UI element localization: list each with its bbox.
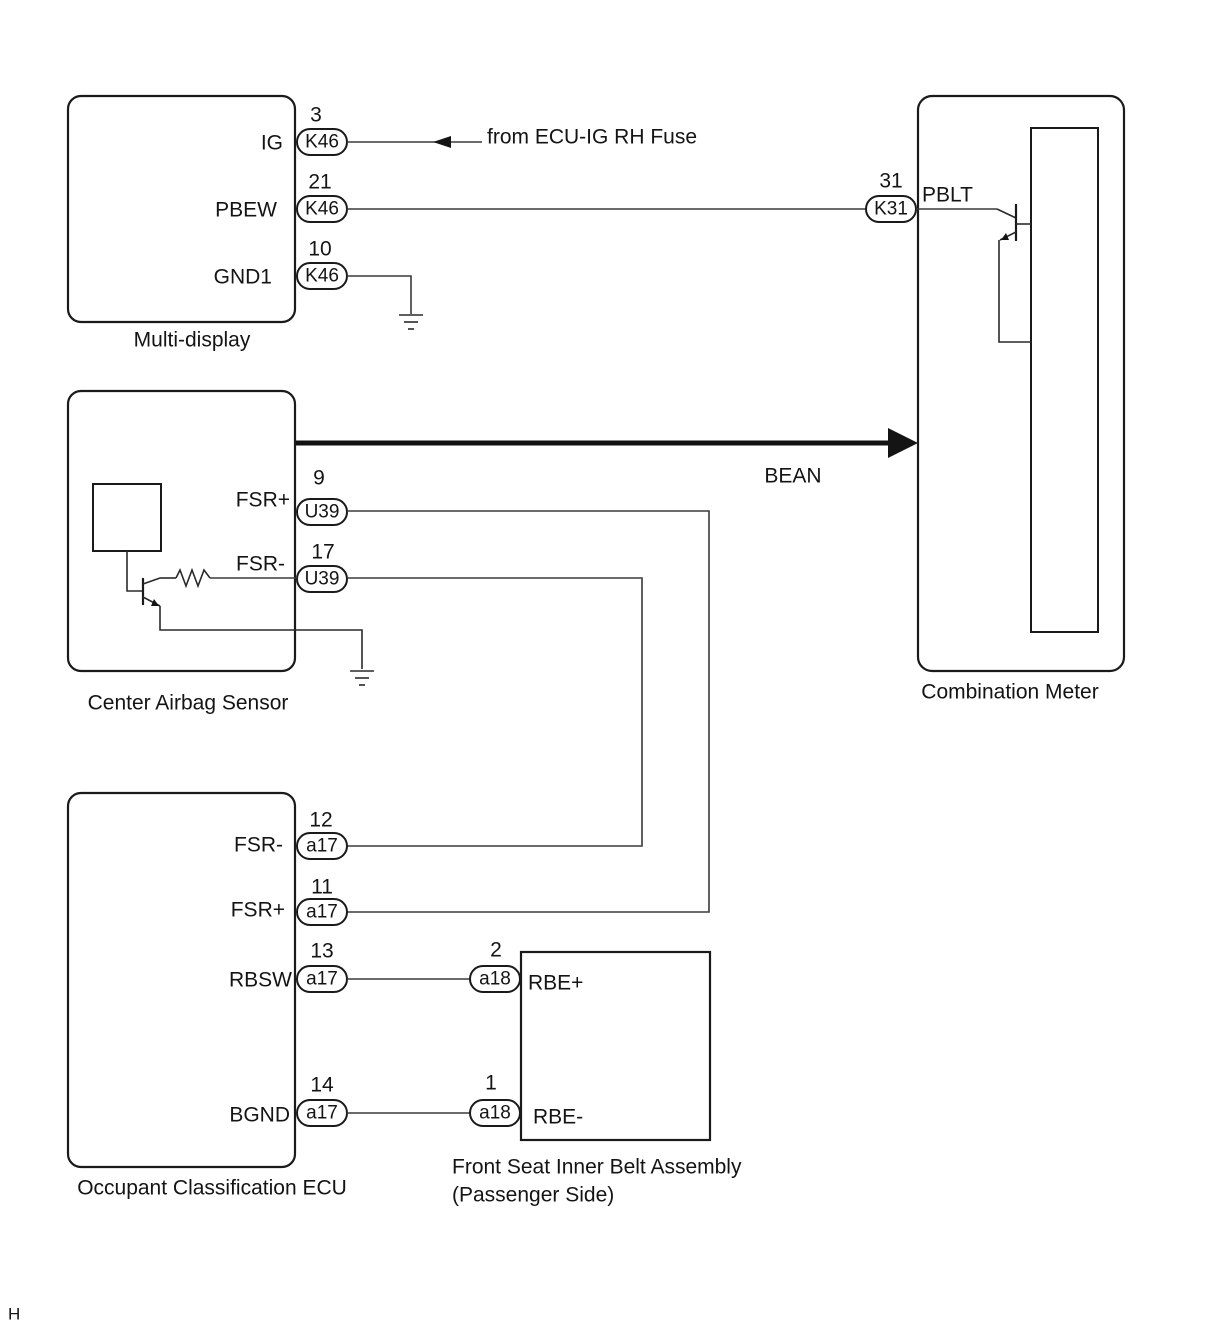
pin-number-rbe-plus: 2 (490, 939, 502, 962)
connector-oval (296, 898, 348, 926)
combination-meter-label: Combination Meter (921, 681, 1098, 704)
connector-label: K46 (305, 132, 339, 153)
pin-number-fsr-plus: 11 (311, 876, 333, 899)
connector-label: a17 (306, 1103, 338, 1124)
pin-number-fsr-minus: 17 (311, 541, 334, 564)
pin-name-rbsw: RBSW (229, 969, 292, 992)
center-airbag-sensor: Center Airbag Sensor FSR+ 9 U39 FSR- 17 … (66, 389, 374, 715)
connector-oval (469, 1099, 521, 1127)
connector-label: U39 (305, 569, 340, 590)
pin-name-bgnd: BGND (229, 1104, 290, 1127)
belt-assembly-label: Front Seat Inner Belt Assembly (452, 1156, 742, 1179)
connector-oval (296, 498, 348, 526)
wire-fsr-minus (347, 577, 643, 847)
connector-k46-ig: K46 (296, 128, 348, 156)
connector-label: a17 (306, 969, 338, 990)
connector-label: a18 (479, 969, 511, 990)
resistor-icon (175, 567, 211, 589)
connector-label: a17 (306, 836, 338, 857)
belt-assembly-box (519, 950, 712, 1142)
pin-number-fsr-plus: 9 (313, 467, 325, 490)
center-airbag-sensor-box (66, 389, 297, 673)
pin-name-fsr-plus: FSR+ (236, 489, 290, 512)
occupant-classification-ecu-box (66, 791, 297, 1169)
occupant-classification-ecu: Occupant Classification ECU FSR- 12 a17 … (66, 791, 470, 1200)
ground-icon (399, 314, 423, 330)
pin-name-rbe-minus: RBE- (533, 1106, 583, 1129)
multi-display-box (66, 94, 297, 324)
connector-label: K31 (874, 199, 908, 220)
connector-a17-fsr-plus: a17 (296, 898, 348, 926)
connector-a18-rbe-minus: a18 (469, 1099, 521, 1127)
ig-source-label: from ECU-IG RH Fuse (487, 126, 697, 149)
sensor-internal-block (92, 483, 162, 552)
bean-bus-label: BEAN (764, 465, 821, 488)
multi-display-label: Multi-display (134, 329, 251, 352)
connector-oval (296, 832, 348, 860)
pin-name-fsr-plus: FSR+ (231, 899, 285, 922)
pin-name-pblt: PBLT (922, 184, 973, 207)
pin-name-pbew: PBEW (215, 199, 277, 222)
pin-number-bgnd: 14 (310, 1074, 334, 1097)
pin-number-pblt: 31 (879, 170, 902, 193)
connector-label: a17 (306, 902, 338, 923)
connector-a18-rbe-plus: a18 (469, 965, 521, 993)
pin-number-pbew: 21 (308, 171, 331, 194)
connector-label: U39 (305, 502, 340, 523)
center-airbag-sensor-label: Center Airbag Sensor (88, 692, 289, 715)
meter-internal-block (1030, 127, 1099, 633)
front-seat-inner-belt-assembly: 2 a18 RBE+ 1 a18 RBE- Front Seat Inner B… (452, 939, 742, 1207)
connector-oval (296, 565, 348, 593)
pin-number-fsr-minus: 12 (309, 809, 332, 832)
ground-icon (350, 670, 374, 686)
connector-label: K46 (305, 199, 339, 220)
bean-bus: BEAN (296, 428, 918, 488)
connector-a17-bgnd: a17 (296, 1099, 348, 1127)
arrow-right-icon (888, 428, 918, 458)
pin-number-gnd1: 10 (308, 238, 331, 261)
pin-name-fsr-minus: FSR- (236, 553, 285, 576)
connector-a17-fsr-minus: a17 (296, 832, 348, 860)
pin-name-ig: IG (261, 132, 283, 155)
arrow-left-icon (433, 136, 451, 148)
connector-label: a18 (479, 1103, 511, 1124)
pin-number-rbsw: 13 (310, 940, 333, 963)
pin-number-rbe-minus: 1 (485, 1072, 497, 1095)
belt-assembly-sublabel: (Passenger Side) (452, 1184, 614, 1207)
transistor-icon (916, 204, 1031, 343)
combination-meter-box (916, 94, 1126, 673)
connector-k31-pblt: K31 (865, 195, 917, 223)
combination-meter: Combination Meter 31 K31 PBLT (865, 94, 1126, 704)
wire-fsr-plus (347, 510, 710, 913)
occupant-classification-ecu-label: Occupant Classification ECU (77, 1177, 347, 1200)
multi-display: Multi-display IG 3 K46 from ECU-IG RH Fu… (66, 94, 866, 352)
connector-k46-pbew: K46 (296, 195, 348, 223)
connector-oval (469, 965, 521, 993)
footer-mark: H (8, 1305, 20, 1324)
connector-a17-rbsw: a17 (296, 965, 348, 993)
pin-number-ig: 3 (310, 104, 322, 127)
connector-u39-fsr-plus: U39 (296, 498, 348, 526)
transistor-icon (126, 551, 363, 669)
pin-name-rbe-plus: RBE+ (528, 972, 583, 995)
connector-label: K46 (305, 266, 339, 287)
connector-k46-gnd1: K46 (296, 262, 348, 290)
pin-name-fsr-minus: FSR- (234, 834, 283, 857)
connector-u39-fsr-minus: U39 (296, 565, 348, 593)
wire-gnd1 (347, 275, 412, 314)
pin-name-gnd1: GND1 (214, 266, 272, 289)
